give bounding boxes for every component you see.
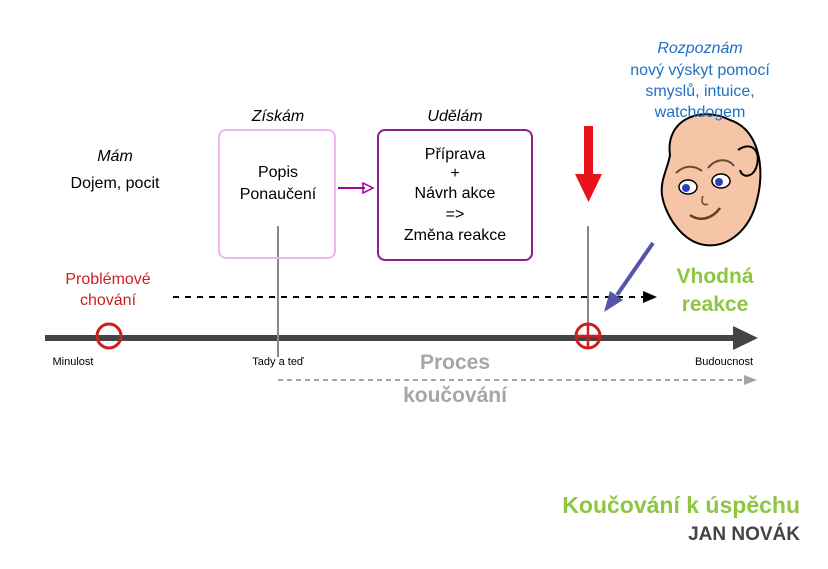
recognition-marker: [574, 322, 602, 350]
have-text: Dojem, pocit: [70, 175, 160, 192]
process-line-2: koučování: [403, 384, 507, 407]
brand-title: Koučování k úspěchu: [562, 492, 800, 518]
timeline-future-label: Budoucnost: [694, 356, 754, 368]
gain-line-1: Popis: [257, 164, 299, 181]
have-heading: Mám: [97, 148, 133, 165]
process-line-1: Proces: [419, 351, 491, 374]
brand-author: JAN NOVÁK: [688, 524, 800, 545]
gain-line-2: Ponaučení: [239, 186, 317, 203]
problem-line-1: Problémové: [65, 271, 151, 288]
recognize-line-1: nový výskyt pomocí: [630, 62, 770, 79]
red-down-arrow: [575, 126, 602, 202]
problem-line-2: chování: [79, 292, 137, 309]
do-line-5: Změna reakce: [403, 227, 507, 244]
gain-heading: Získám: [251, 108, 305, 125]
smiling-face-icon: [660, 113, 762, 247]
do-line-4: =>: [445, 206, 465, 223]
do-line-1: Příprava: [424, 146, 486, 163]
suitable-line-2: reakce: [681, 293, 749, 316]
timeline-past-label: Minulost: [52, 356, 94, 368]
past-problem-marker: [95, 322, 123, 350]
recognize-line-3: watchdogem: [654, 104, 746, 121]
blue-diagonal-arrow: [604, 241, 655, 312]
timeline-axis: [45, 326, 758, 350]
gain-to-do-arrow: [338, 181, 375, 195]
do-line-3: Návrh akce: [414, 185, 496, 202]
do-line-2: +: [450, 165, 460, 182]
timeline-now-label: Tady a teď: [252, 356, 304, 368]
suitable-line-1: Vhodná: [676, 265, 754, 288]
do-box: [377, 129, 533, 261]
gain-box: [218, 129, 336, 259]
recognize-line-2: smyslů, intuice,: [645, 83, 755, 100]
recognize-heading: Rozpoznám: [657, 40, 743, 57]
do-heading: Udělám: [427, 108, 483, 125]
problem-to-suitable-arrow: [173, 291, 657, 303]
process-arrow: [278, 375, 757, 385]
